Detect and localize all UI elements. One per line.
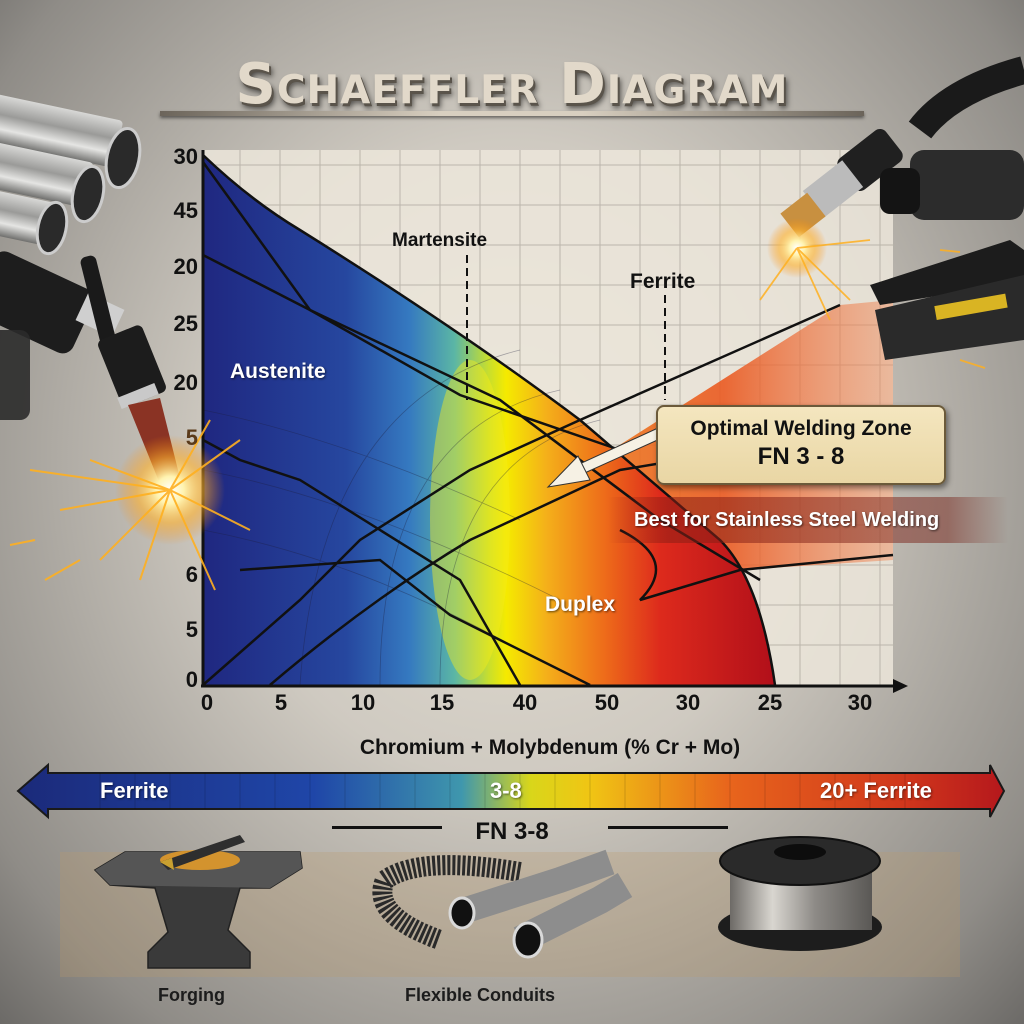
mig-torch-icon <box>759 56 1024 369</box>
x-tick: 40 <box>512 690 538 715</box>
austenite-label: Austenite <box>230 360 326 383</box>
x-tick: 30 <box>675 690 701 715</box>
x-tick: 0 <box>200 690 214 715</box>
wire-spool-icon <box>718 836 882 951</box>
optimal-zone-callout: Optimal Welding Zone FN 3 - 8 <box>656 405 946 485</box>
y-tick: 6 <box>185 562 198 587</box>
tig-torch-icon <box>0 251 180 484</box>
conduit-icon <box>372 849 633 959</box>
y-tick: 0 <box>185 667 198 692</box>
martensite-label: Martensite <box>392 230 488 251</box>
y-tick: 25 <box>173 311 198 336</box>
caption-rule-left <box>332 826 442 829</box>
title-underline <box>160 111 864 116</box>
callout-title: Optimal Welding Zone <box>690 417 912 440</box>
caption-rule-right <box>608 826 728 829</box>
x-tick: 30 <box>847 690 873 715</box>
forging-label: Forging <box>158 985 225 1005</box>
y-tick: 5 <box>185 425 198 450</box>
y-tick: 30 <box>173 144 198 169</box>
flexible-conduits-label: Flexible Conduits <box>405 985 556 1005</box>
anvil-icon <box>93 835 303 969</box>
scale-right-label: 20+ Ferrite <box>820 778 932 803</box>
electrode-holder-icon <box>870 240 1024 360</box>
ferrite-label: Ferrite <box>630 270 696 293</box>
x-tick: 50 <box>594 690 620 715</box>
x-tick: 25 <box>757 690 783 715</box>
x-tick: 15 <box>429 690 455 715</box>
page-title: Schaeffler Diagram <box>235 52 789 117</box>
ferrite-scale-bar <box>16 762 1006 820</box>
y-tick: 20 <box>173 254 198 279</box>
scale-left-label: Ferrite <box>100 778 169 803</box>
sparks-icon <box>9 419 251 591</box>
scale-center-label: 3-8 <box>490 778 522 803</box>
fn-caption: FN 3-8 <box>475 818 549 845</box>
steel-pipes-icon <box>0 92 142 256</box>
x-axis-arrow-icon <box>893 679 908 693</box>
y-tick: 5 <box>185 617 198 642</box>
x-axis-label: Chromium + Molybdenum (% Cr + Mo) <box>359 736 741 759</box>
y-tick: 45 <box>173 198 198 223</box>
duplex-label: Duplex <box>545 593 616 616</box>
x-tick: 5 <box>274 690 288 715</box>
callout-note: Best for Stainless Steel Welding <box>608 497 1008 543</box>
phase-boundaries <box>201 154 894 687</box>
y-tick: 20 <box>173 370 198 395</box>
callout-range: FN 3 - 8 <box>757 443 845 470</box>
x-tick: 10 <box>350 690 376 715</box>
